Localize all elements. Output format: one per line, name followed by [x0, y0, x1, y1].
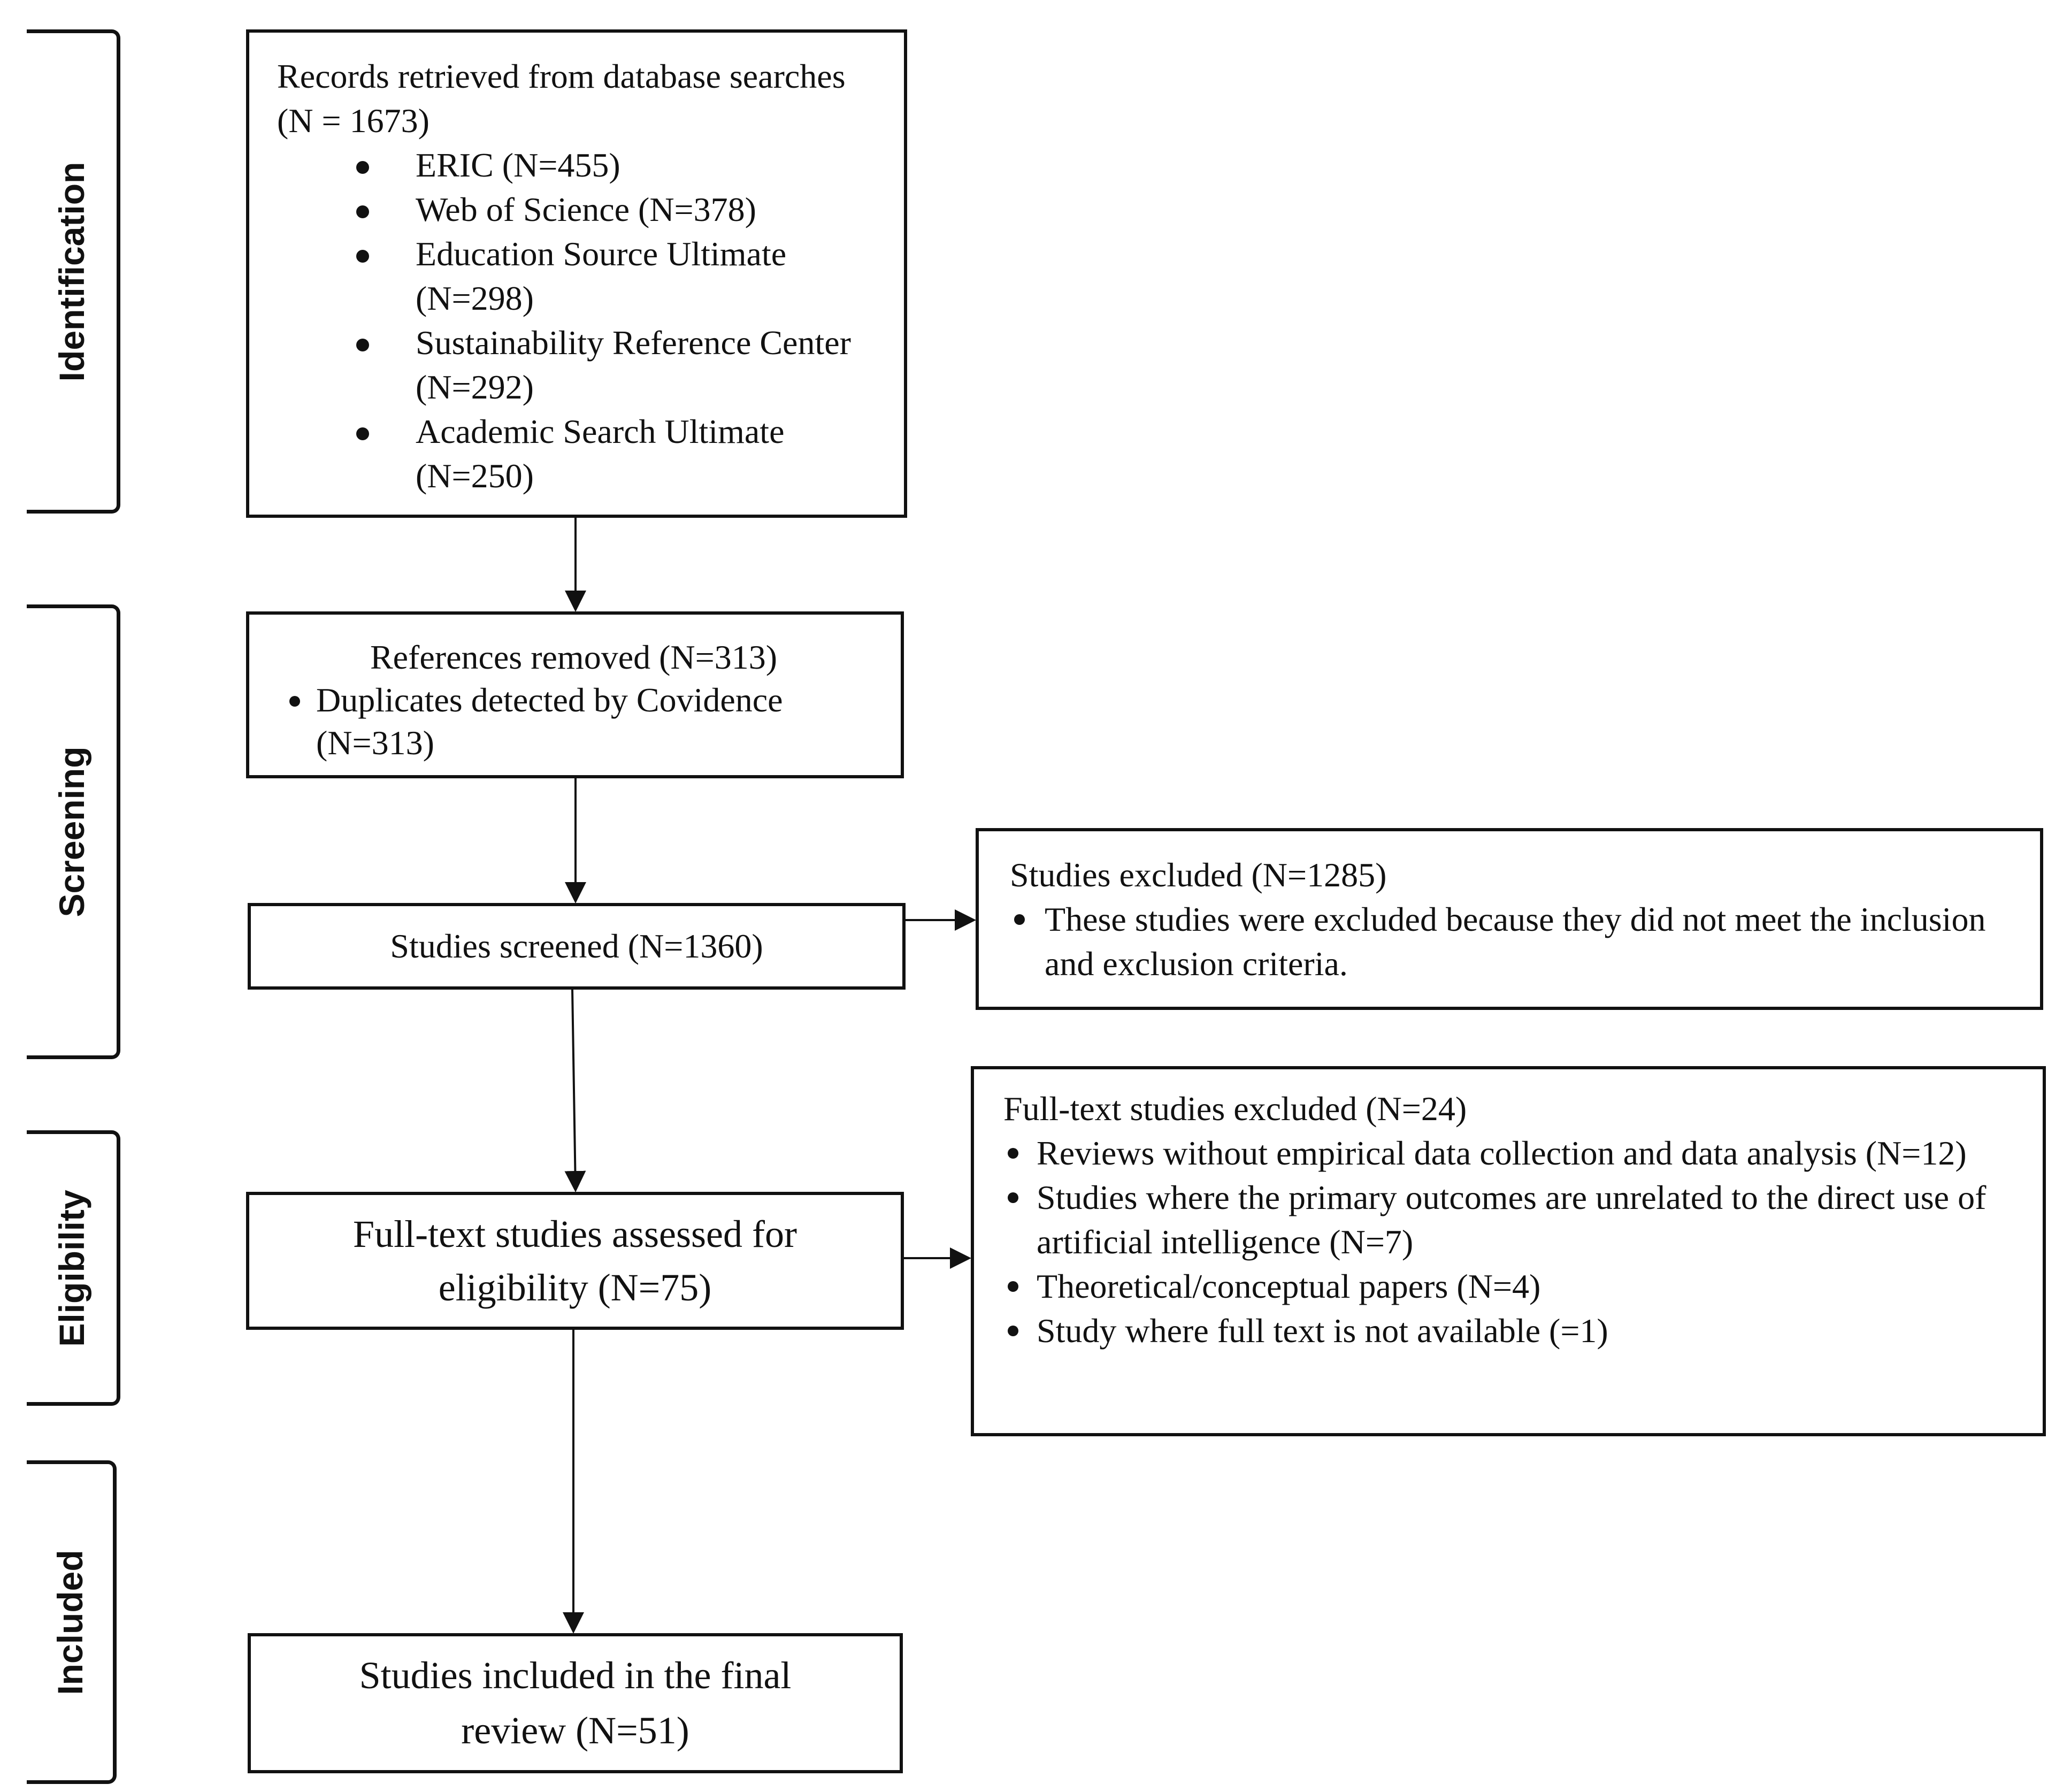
excluded-list: These studies were excluded because they… [1010, 897, 2019, 986]
database-list: ERIC (N=455) Web of Science (N=378) Educ… [277, 143, 877, 498]
stage-screening: Screening [27, 604, 120, 1059]
fulltext-excluded-box: Full-text studies excluded (N=24) Review… [971, 1066, 2046, 1436]
studies-excluded-box: Studies excluded (N=1285) These studies … [976, 828, 2043, 1010]
excluded-item-criteria: These studies were excluded because they… [1010, 897, 2019, 986]
fulltext-excluded-title: Full-text studies excluded (N=24) [1003, 1090, 1467, 1128]
database-item-eric: ERIC (N=455) [277, 143, 877, 187]
records-retrieved-box: Records retrieved from database searches… [246, 29, 907, 518]
ft-excluded-item-outcomes: Studies where the primary outcomes are u… [1003, 1175, 2027, 1264]
studies-included-title: Studies included in the final review (N=… [359, 1654, 792, 1752]
ft-excluded-item-unavailable: Study where full text is not available (… [1003, 1308, 2027, 1353]
fulltext-assessed-box: Full-text studies assessed for eligibili… [246, 1192, 904, 1330]
references-removed-title: References removed (N=313) [370, 638, 778, 676]
database-item-web-of-science: Web of Science (N=378) [277, 187, 877, 232]
references-removed-box: References removed (N=313) Duplicates de… [246, 611, 904, 778]
fulltext-excluded-list: Reviews without empirical data collectio… [1003, 1131, 2027, 1353]
studies-screened-title: Studies screened (N=1360) [390, 927, 763, 965]
stage-eligibility: Eligibility [27, 1130, 120, 1406]
database-item-sustainability: Sustainability Reference Center (N=292) [277, 320, 877, 409]
records-retrieved-title: Records retrieved from database searches… [277, 57, 846, 140]
studies-included-box: Studies included in the final review (N=… [248, 1633, 903, 1773]
database-item-education-source: Education Source Ultimate (N=298) [277, 232, 877, 320]
studies-screened-box: Studies screened (N=1360) [248, 903, 906, 990]
stage-identification: Identification [27, 29, 120, 514]
fulltext-assessed-title: Full-text studies assessed for eligibili… [353, 1213, 797, 1309]
arrow-screened-to-fulltext [564, 989, 586, 1192]
ft-excluded-item-theoretical: Theoretical/conceptual papers (N=4) [1003, 1264, 2027, 1308]
removed-list: Duplicates detected by Covidence (N=313) [279, 679, 890, 764]
studies-excluded-title: Studies excluded (N=1285) [1010, 856, 1387, 894]
database-item-academic-search: Academic Search Ultimate (N=250) [277, 409, 877, 498]
removed-item-duplicates: Duplicates detected by Covidence (N=313) [279, 679, 890, 764]
ft-excluded-item-reviews: Reviews without empirical data collectio… [1003, 1131, 2027, 1175]
stage-included: Included [27, 1460, 117, 1784]
